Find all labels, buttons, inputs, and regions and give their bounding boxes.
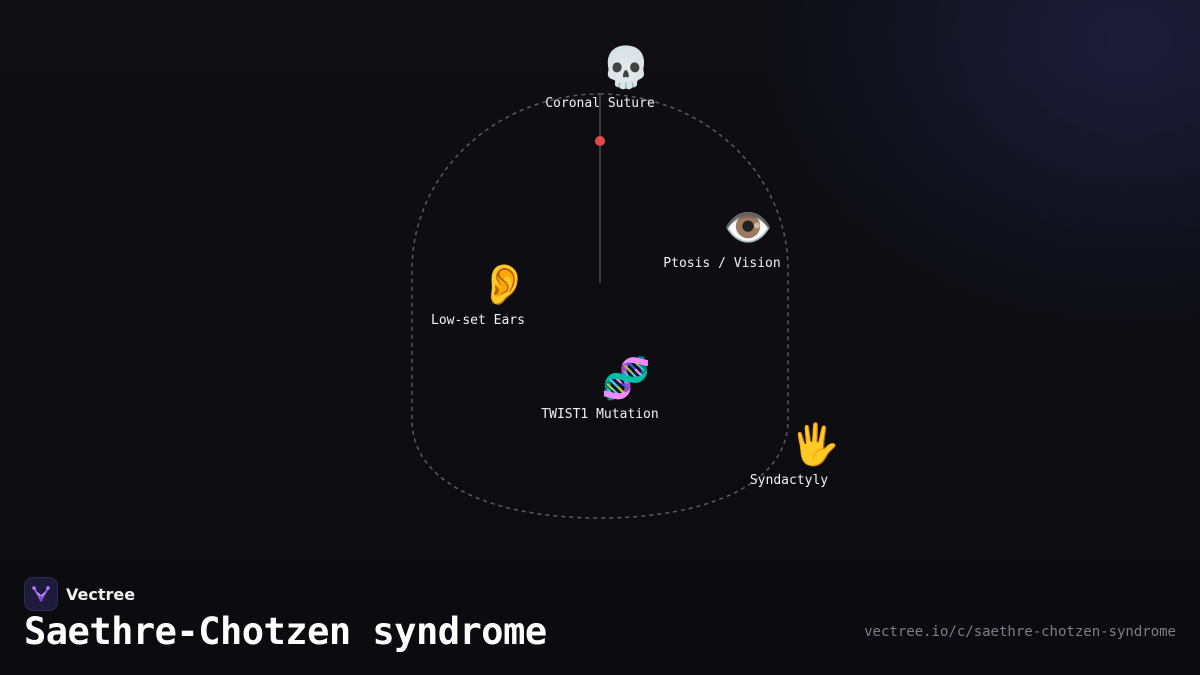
suture-marker	[595, 136, 605, 146]
node-low-set-ears[interactable]: 👂 Low-set Ears	[427, 261, 529, 328]
node-label: TWIST1 Mutation	[541, 407, 659, 422]
node-label: Low-set Ears	[431, 313, 525, 328]
page-title: Saethre-Chotzen syndrome	[24, 610, 547, 653]
skull-icon: 💀	[601, 45, 651, 91]
node-ptosis-vision[interactable]: 👁️ Ptosis / Vision	[663, 204, 780, 271]
ear-icon: 👂	[479, 262, 529, 308]
brand-name: Vectree	[66, 584, 136, 604]
page-url[interactable]: vectree.io/c/saethre-chotzen-syndrome	[864, 624, 1176, 640]
hand-icon: 🖐️	[790, 422, 840, 468]
node-label: Ptosis / Vision	[663, 256, 781, 271]
node-label: Coronal Suture	[545, 96, 655, 111]
node-coronal-suture[interactable]: 💀 Coronal Suture	[545, 44, 655, 111]
node-syndactyly[interactable]: 🖐️ Syndactyly	[738, 421, 840, 488]
eye-icon: 👁️	[723, 205, 773, 251]
node-twist1-mutation[interactable]: 🧬 TWIST1 Mutation	[541, 355, 658, 422]
vector-tree-logo-icon	[24, 577, 58, 611]
node-label: Syndactyly	[749, 473, 829, 488]
dna-icon: 🧬	[601, 356, 651, 402]
brand[interactable]: Vectree	[24, 577, 135, 611]
head-outline	[411, 93, 789, 519]
